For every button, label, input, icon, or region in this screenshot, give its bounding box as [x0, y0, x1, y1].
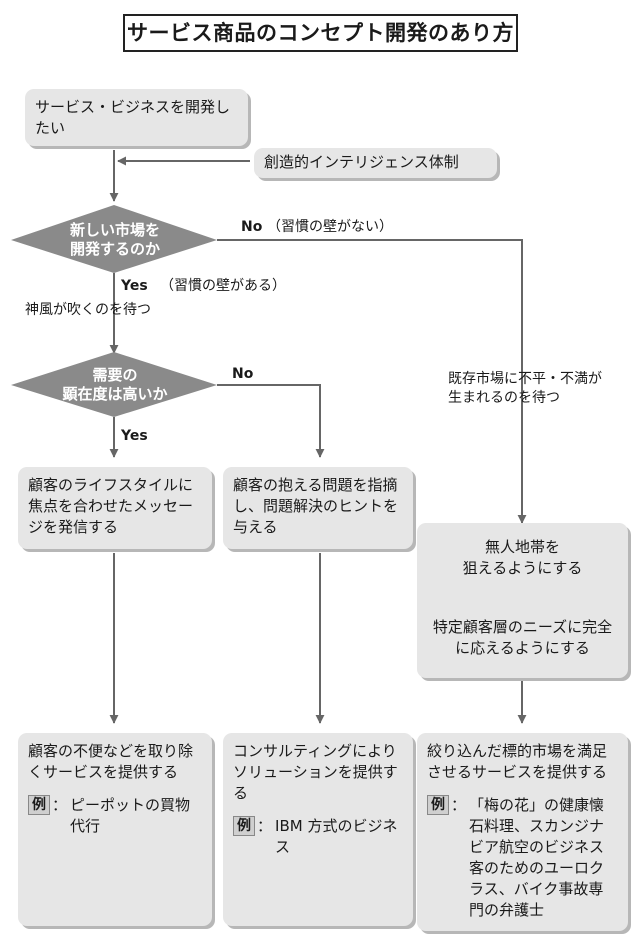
creative-intelligence-text: 創造的インテリジェンス体制	[264, 153, 459, 171]
creative-intelligence-box: 創造的インテリジェンス体制	[254, 148, 497, 178]
consulting-text: コンサルティングによりソリューションを提供する	[233, 742, 398, 802]
example-label: 例	[427, 795, 449, 815]
start-box-text: サービス・ビジネスを開発したい	[35, 98, 231, 137]
wait-market-text: 既存市場に不平・不満が 生まれるのを待つ	[448, 370, 602, 408]
example-text: ピーポットの買物代行	[70, 796, 191, 835]
unmanned-line1: 無人地帯を	[484, 538, 560, 556]
decision1-line2: 開発するのか	[69, 240, 160, 258]
decision1-no-note: （習慣の壁がない）	[267, 219, 393, 235]
decision1-diamond	[11, 205, 217, 273]
decision1-line1: 新しい市場を	[69, 221, 160, 239]
decision1-yes-label: Yes	[121, 278, 148, 294]
right-column-box: 無人地帯を 狙えるようにする 特定顧客層のニーズに完全に応えるようにする	[417, 523, 628, 678]
decision2-diamond	[11, 352, 217, 417]
decision1-text: 新しい市場を 開発するのか	[40, 221, 190, 259]
target-market-text: 絞り込んだ標的市場を満足させるサービスを提供する	[427, 742, 608, 781]
wait-market-line1: 既存市場に不平・不満が	[448, 371, 602, 387]
diagram-title: サービス商品のコンセプト開発のあり方	[123, 14, 518, 52]
decision1-no-label: No	[241, 219, 263, 235]
wait-kamikaze-text: 神風が吹くのを待つ	[25, 302, 151, 318]
decision2-line1: 需要の	[92, 366, 138, 384]
consulting-box: コンサルティングによりソリューションを提供する 例 ： IBM 方式のビジネス	[223, 733, 413, 926]
decision1-yes-note: （習慣の壁がある）	[160, 278, 286, 294]
unmanned-text: 無人地帯を 狙えるようにする	[429, 537, 616, 579]
target-market-box: 絞り込んだ標的市場を満足させるサービスを提供する 例 ： 「梅の花」の健康懐石料…	[417, 733, 628, 931]
example-text: 「梅の花」の健康懐石料理、スカンジナビア航空のビジネス客のためのユーロクラス、バ…	[469, 796, 605, 919]
arrow-decision2-no	[217, 384, 325, 458]
problem-text: 顧客の抱える問題を指摘し、問題解決のヒントを与える	[233, 476, 399, 536]
remove-inconvenience-text: 顧客の不便などを取り除くサービスを提供する	[28, 742, 194, 781]
decision2-no-label: No	[232, 366, 254, 382]
specific-text: 特定顧客層のニーズに完全に応えるようにする	[432, 618, 613, 657]
target-example: 例 ： 「梅の花」の健康懐石料理、スカンジナビア航空のビジネス客のためのユーロク…	[427, 795, 618, 921]
example-label: 例	[28, 795, 50, 815]
decision2-line2: 顕在度は高いか	[62, 385, 168, 403]
decision2-yes-label: Yes	[121, 428, 148, 444]
lifestyle-box: 顧客のライフスタイルに焦点を合わせたメッセージを発信する	[18, 467, 212, 549]
start-box: サービス・ビジネスを開発したい	[25, 89, 248, 146]
decision2-text: 需要の 顕在度は高いか	[40, 366, 190, 404]
wait-market-line2: 生まれるのを待つ	[448, 390, 560, 406]
remove-inconvenience-box: 顧客の不便などを取り除くサービスを提供する 例 ： ピーポットの買物代行	[18, 733, 212, 926]
problem-box: 顧客の抱える問題を指摘し、問題解決のヒントを与える	[223, 467, 413, 549]
arrow-decision1-no	[217, 239, 527, 524]
example-text: IBM 方式のビジネス	[275, 817, 398, 856]
consulting-example: 例 ： IBM 方式のビジネス	[233, 816, 403, 858]
example-label: 例	[233, 816, 255, 836]
unmanned-line2: 狙えるようにする	[462, 559, 583, 577]
lifestyle-text: 顧客のライフスタイルに焦点を合わせたメッセージを発信する	[28, 476, 194, 536]
remove-example: 例 ： ピーポットの買物代行	[28, 795, 202, 837]
